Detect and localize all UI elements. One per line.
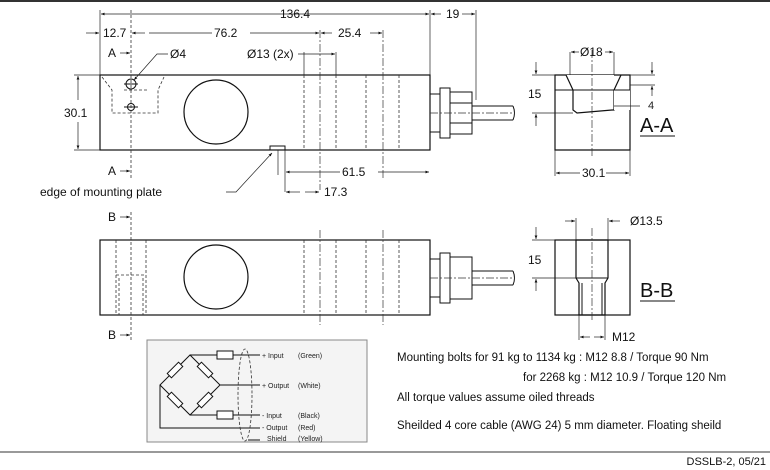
top-view: 136.4 19 12.7 76.2 25.4 A A Ø4 Ø13 (2x) … — [40, 7, 515, 199]
dim-bb-depth: 15 — [528, 253, 542, 267]
load-cell-body — [99, 74, 431, 151]
wire-color: (Yellow) — [298, 436, 323, 443]
wire-color: (Black) — [298, 413, 320, 420]
section-aa: Ø18 15 4 A-A 30.1 — [528, 45, 675, 180]
note-torque: All torque values assume oiled threads — [397, 392, 595, 404]
section-aa-title: A-A — [640, 115, 674, 137]
bottom-view: B B — [99, 210, 515, 342]
dim-mount-hole: Ø13 (2x) — [247, 47, 294, 61]
wire-labels: + Input (Green) + Output (White) - Input… — [262, 353, 323, 443]
wire-signal: Shield — [267, 436, 287, 443]
drawing-id: DSSLB-2, 05/21 — [686, 456, 767, 468]
strain-gauge-pocket — [183, 79, 249, 145]
section-a-marker-bottom: A — [108, 164, 116, 178]
wire-signal: - Output — [262, 425, 287, 432]
note-mounting-bolts: Mounting bolts for 91 kg to 1134 kg : M1… — [397, 352, 709, 364]
dim-hole-spacing: 76.2 — [214, 26, 238, 40]
dim-height: 30.1 — [64, 106, 88, 120]
section-bb: Ø13.5 15 B-B M12 — [528, 214, 675, 344]
dim-plate: 61.5 — [342, 165, 366, 179]
section-bb-title: B-B — [640, 280, 673, 302]
dim-aa-width: 30.1 — [582, 166, 606, 180]
dim-overall-length: 136.4 — [280, 7, 310, 21]
note-cable: Sheilded 4 core cable (AWG 24) 5 mm diam… — [397, 420, 722, 432]
dim-hole-pitch: 25.4 — [338, 26, 362, 40]
dim-aa-depth: 15 — [528, 87, 542, 101]
wiring-diagram: + Input (Green) + Output (White) - Input… — [146, 339, 368, 443]
wire-color: (Red) — [298, 425, 316, 432]
wire-signal: + Output — [262, 383, 289, 390]
dim-aa-step: 4 — [648, 100, 654, 112]
wire-signal: - Input — [262, 413, 282, 420]
wire-signal: + Input — [262, 353, 284, 360]
dim-aa-bore: Ø18 — [580, 45, 603, 59]
dim-bb-thread: M12 — [612, 330, 636, 344]
wire-color: (White) — [298, 383, 321, 390]
note-mounting-bolts-2268: for 2268 kg : M12 10.9 / Torque 120 Nm — [523, 372, 727, 384]
plate-edge-label: edge of mounting plate — [40, 185, 162, 199]
section-a-marker-top: A — [108, 46, 116, 60]
dim-bb-bore: Ø13.5 — [630, 214, 663, 228]
dim-plate-offset: 17.3 — [324, 185, 348, 199]
dim-hole-offset: 12.7 — [103, 26, 127, 40]
dim-small-hole: Ø4 — [170, 47, 186, 61]
dim-gland-length: 19 — [446, 7, 460, 21]
wire-color: (Green) — [298, 353, 322, 360]
section-b-marker-bottom: B — [108, 328, 116, 342]
section-b-marker-top: B — [108, 210, 116, 224]
